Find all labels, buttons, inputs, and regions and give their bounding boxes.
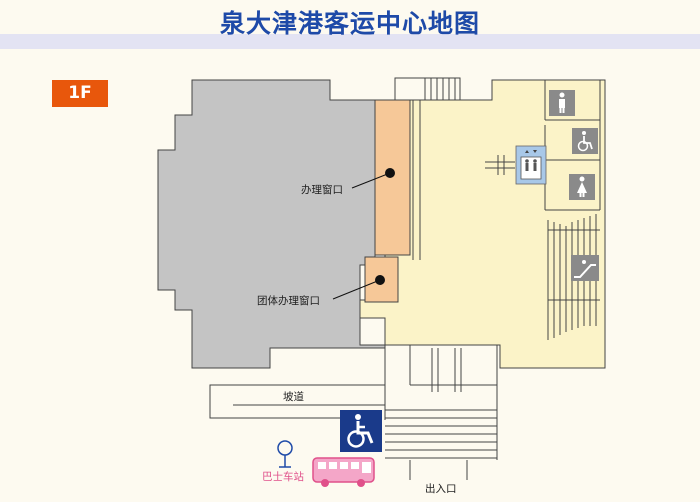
exit-entrance-label: 出入口: [425, 482, 457, 495]
floor-badge: 1F: [52, 80, 108, 107]
gray-area: [157, 79, 386, 369]
bus-stop-label: 巴士车站: [262, 470, 304, 483]
bus-icon: [312, 457, 375, 487]
title-band: [0, 34, 700, 49]
top-stairs: [394, 77, 461, 101]
female-toilet-icon: [569, 174, 595, 200]
ramp-label: 坡道: [283, 390, 304, 403]
escalator-icon: [571, 255, 599, 281]
male-toilet-icon: [549, 90, 575, 116]
group-window-label: 团体办理窗口: [257, 294, 320, 307]
wheelchair-icon: [340, 410, 382, 452]
ramp-outline: [209, 384, 385, 419]
entrance-stairs: [385, 409, 497, 480]
service-window-label: 办理窗口: [301, 183, 343, 196]
page-title: 泉大津港客运中心地图: [219, 9, 480, 38]
bus-stop-icon: [277, 440, 293, 468]
elevator-icon: [515, 145, 547, 185]
service-counter: [374, 99, 411, 256]
accessible-toilet-icon: [572, 128, 598, 154]
